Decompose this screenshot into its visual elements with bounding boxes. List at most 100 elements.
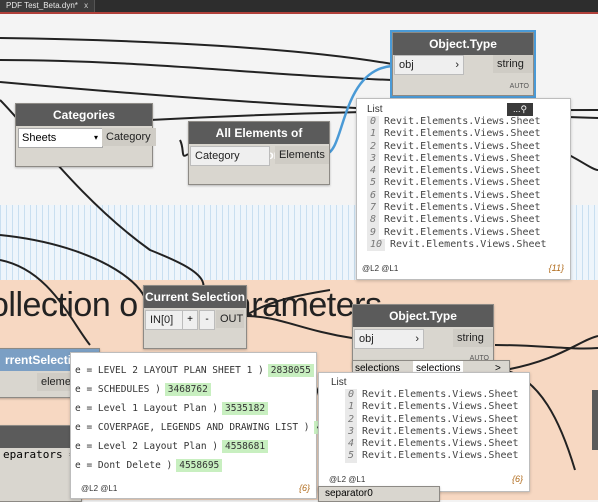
category-dropdown[interactable]: Sheets ▾ (18, 128, 103, 148)
item-index: 5 (367, 177, 379, 190)
item-value: Revit.Elements.Views.Sheet (384, 140, 541, 152)
item-value: Revit.Elements.Views.Sheet (390, 238, 547, 250)
remove-input-button[interactable]: - (199, 310, 215, 330)
lacing-label: AUTO (509, 83, 529, 90)
port-label: obj (399, 59, 414, 71)
list-item: e = Level 1 Layout Plan ) 3535182 (75, 399, 315, 418)
current-selection-node[interactable]: Current Selection IN[0] + - OUT (143, 285, 247, 349)
chevron-down-icon: ▾ (93, 133, 98, 142)
input-port-selections[interactable]: selections (355, 363, 400, 374)
item-value: e = Level 2 Layout Plan ) (75, 441, 218, 452)
list-item: 1 Revit.Elements.Views.Sheet (345, 401, 525, 414)
item-index: 0 (367, 116, 379, 129)
item-index: 9 (367, 226, 379, 239)
item-value: Revit.Elements.Views.Sheet (384, 128, 541, 140)
more-icon: ... (512, 104, 521, 114)
input-port-obj[interactable]: obj › (394, 55, 464, 75)
port-separator[interactable]: separator0 (325, 488, 373, 499)
list-count: {6} (511, 474, 523, 484)
close-icon[interactable]: x (84, 1, 89, 10)
tab-title: PDF Test_Beta.dyn* (6, 1, 78, 10)
output-port-elements[interactable]: Elements (275, 146, 329, 164)
output-port-out[interactable]: OUT (216, 310, 244, 328)
offscreen-node-fragment[interactable] (592, 390, 598, 450)
item-value: Revit.Elements.Views.Sheet (384, 165, 541, 177)
item-index: 10 (367, 238, 385, 252)
item-value: Revit.Elements.Views.Sheet (362, 438, 519, 450)
list-item: e = SCHEDULES )3468762 (75, 380, 315, 399)
list-levels: @L2 @L1 (362, 264, 399, 273)
item-index: 1 (345, 401, 357, 414)
pin-icon: ⚲ (520, 104, 528, 114)
node-preview-bubble-2[interactable]: e = LEVEL 2 LAYOUT PLAN SHEET 1 )2838055… (70, 352, 326, 499)
categories-node[interactable]: Categories Sheets ▾ Category (15, 103, 156, 167)
code-text[interactable]: eparators = (3, 448, 76, 461)
element-id: 3535182 (222, 402, 269, 415)
item-index: 2 (345, 413, 357, 426)
list-item: 10 Revit.Elements.Views.Sheet (367, 238, 562, 252)
list-levels: @L2 @L1 (81, 484, 118, 493)
list-item: 3 Revit.Elements.Views.Sheet (345, 425, 525, 439)
item-value: Revit.Elements.Views.Sheet (384, 226, 541, 238)
all-elements-of-category-node[interactable]: All Elements of Category Category Elemen… (188, 121, 330, 185)
node-title: Current Selection (144, 286, 246, 308)
document-tabbar (0, 0, 598, 12)
list-item: e = LEVEL 2 LAYOUT PLAN SHEET 1 )2838055 (75, 361, 315, 380)
output-port-category[interactable]: Category (102, 128, 156, 146)
separators-code-block[interactable]: eparators = (0, 425, 82, 502)
output-port-string[interactable]: string (493, 55, 533, 73)
list-item: 0 Revit.Elements.Views.Sheet (367, 116, 562, 129)
item-value: e = Dont Delete ) (75, 460, 173, 471)
item-value: Revit.Elements.Views.Sheet (384, 116, 541, 127)
item-index: 5 (345, 450, 357, 463)
item-index: 0 (345, 389, 357, 402)
pin-button[interactable]: ...⚲ (507, 103, 533, 116)
list-item: e = Dont Delete )4558695 (75, 456, 315, 475)
dropdown-value: Sheets (22, 132, 57, 144)
node-title: Categories (16, 104, 152, 126)
add-input-button[interactable]: + (182, 310, 198, 330)
item-value: Revit.Elements.Views.Sheet (362, 401, 519, 413)
item-value: Revit.Elements.Views.Sheet (362, 450, 519, 462)
list-item: 9 Revit.Elements.Views.Sheet (367, 226, 562, 239)
chevron-right-icon[interactable]: > (495, 363, 501, 374)
item-value: e = Level 1 Layout Plan ) (75, 403, 218, 414)
list-levels: @L2 @L1 (329, 475, 366, 484)
node-header (0, 426, 81, 448)
input-port-category[interactable]: Category (190, 146, 270, 166)
input-port-in0[interactable]: IN[0] (145, 310, 183, 330)
item-index: 7 (367, 202, 379, 215)
element-id: 4558681 (222, 440, 269, 453)
port-label: obj (359, 333, 374, 345)
item-value: Revit.Elements.Views.Sheet (384, 189, 541, 201)
list-item: 4 Revit.Elements.Views.Sheet (367, 165, 562, 178)
input-port-obj[interactable]: obj › (354, 329, 424, 349)
item-value: Revit.Elements.Views.Sheet (362, 389, 519, 400)
list-items: e = LEVEL 2 LAYOUT PLAN SHEET 1 )2838055… (75, 361, 326, 475)
node-title: Object.Type (353, 305, 493, 327)
object-type-node-2[interactable]: Object.Type obj › string AUTO (352, 304, 494, 368)
element-id: 2838055 (267, 364, 314, 377)
list-count: {11} (548, 263, 564, 273)
item-index: 4 (367, 165, 379, 178)
object-type-node-1[interactable]: Object.Type obj › string AUTO (390, 30, 536, 98)
chevron-right-icon: › (415, 333, 419, 345)
item-index: 8 (367, 214, 379, 227)
list-header: List (367, 104, 383, 115)
output-port-string[interactable]: string (453, 329, 493, 347)
element-id: 3468762 (164, 383, 211, 396)
item-value: Revit.Elements.Views.Sheet (362, 425, 519, 437)
item-index: 3 (345, 425, 357, 439)
document-tab[interactable]: PDF Test_Beta.dyn* x (0, 0, 96, 12)
element-id: 4558695 (176, 459, 223, 472)
